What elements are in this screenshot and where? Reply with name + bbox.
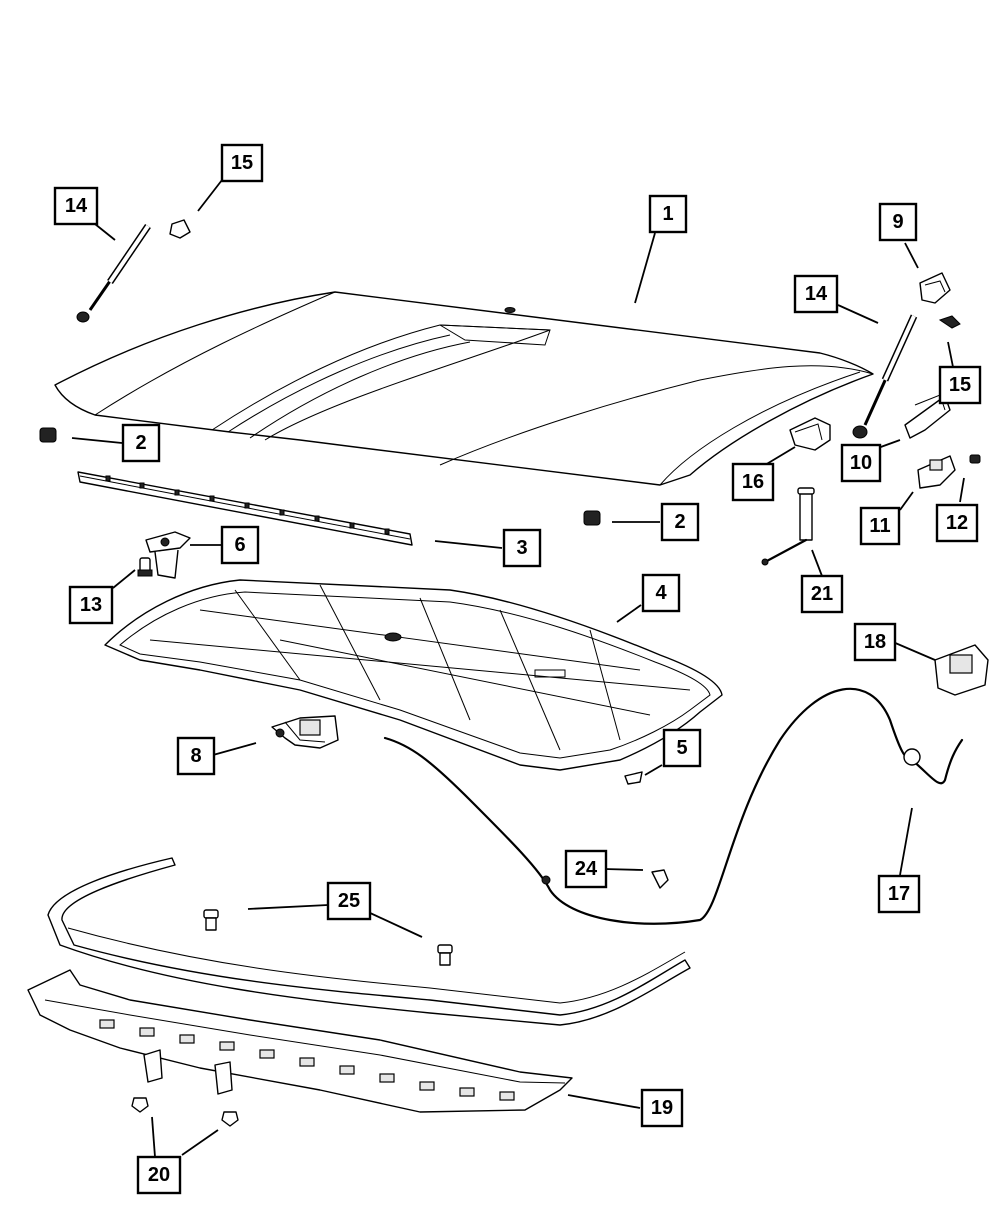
cowl-panel	[27, 969, 573, 1113]
callout-6-label: 6	[234, 534, 245, 556]
callout-14-left: 14	[53, 186, 99, 226]
cable-clip	[651, 869, 669, 889]
push-pin-left	[203, 909, 219, 931]
catch-bolt	[137, 557, 153, 577]
callout-18: 18	[853, 622, 897, 662]
cowl-seal	[47, 857, 691, 1026]
callout-15-right: 15	[938, 365, 982, 405]
push-pin-right	[437, 944, 453, 966]
callout-24: 24	[564, 849, 608, 889]
callout-13-label: 13	[80, 594, 102, 616]
hood-inner-insulator	[104, 579, 723, 771]
callout-16-label: 16	[742, 471, 764, 493]
callout-11: 11	[859, 506, 901, 546]
callout-15-left: 15	[220, 143, 264, 183]
callout-19: 19	[640, 1088, 684, 1128]
callout-4-label: 4	[655, 582, 667, 604]
insulator-clip	[624, 771, 643, 785]
hood-seal-strip	[77, 471, 413, 546]
callout-24-label: 24	[575, 858, 598, 880]
callout-13: 13	[68, 585, 114, 625]
callout-1-label: 1	[662, 203, 673, 225]
hinge-bracket	[917, 455, 956, 489]
callout-5-label: 5	[676, 737, 687, 759]
callout-17-label: 17	[888, 883, 910, 905]
hood-latch	[271, 715, 339, 749]
hood-panel	[54, 291, 874, 486]
callout-25-label: 25	[338, 890, 360, 912]
callout-20: 20	[136, 1155, 182, 1195]
callout-2-left: 2	[121, 423, 161, 463]
callout-15-left-label: 15	[231, 152, 253, 174]
secondary-catch	[145, 531, 191, 579]
callout-18-label: 18	[864, 631, 886, 653]
hood-bumper-right	[583, 510, 601, 526]
callout-4: 4	[641, 573, 681, 613]
hood-release-cable	[383, 687, 964, 925]
callout-3-label: 3	[516, 537, 527, 559]
callout-14-right-label: 14	[805, 283, 828, 305]
callout-2-right-label: 2	[674, 511, 685, 533]
callout-20-label: 20	[148, 1164, 170, 1186]
callout-21: 21	[800, 574, 844, 614]
hood-release-lever	[934, 644, 989, 696]
callout-14-right: 14	[793, 274, 839, 314]
callout-14-left-label: 14	[65, 195, 88, 217]
callout-16: 16	[731, 462, 775, 502]
hinge-bolt	[969, 454, 981, 464]
hood-striker-bracket	[919, 272, 951, 304]
callout-25: 25	[326, 881, 372, 921]
callout-8: 8	[176, 736, 216, 776]
callout-19-label: 19	[651, 1097, 673, 1119]
callout-17: 17	[877, 874, 921, 914]
callout-2-right: 2	[660, 502, 700, 542]
hood-prop-rod	[761, 487, 815, 566]
callout-6: 6	[220, 525, 260, 565]
callout-11-label: 11	[869, 515, 890, 537]
callout-10: 10	[840, 443, 882, 483]
callout-12-label: 12	[946, 512, 968, 534]
ball-stud-nut-left	[169, 219, 191, 239]
callout-12: 12	[935, 503, 979, 543]
callout-15-right-label: 15	[949, 374, 971, 396]
ball-stud-nut-right	[938, 315, 961, 329]
callout-21-label: 21	[811, 583, 833, 605]
cowl-push-pin-left	[131, 1097, 149, 1113]
callout-9: 9	[878, 202, 918, 242]
callout-1: 1	[648, 194, 688, 234]
cowl-push-pin-right	[221, 1111, 239, 1127]
callout-5: 5	[662, 728, 702, 768]
callout-10-label: 10	[850, 452, 872, 474]
callout-3: 3	[502, 528, 542, 568]
callout-9-label: 9	[892, 211, 903, 233]
lift-support-right	[852, 314, 918, 439]
hood-release-handle	[789, 417, 831, 451]
callout-2-left-label: 2	[135, 432, 146, 454]
hood-bumper-left	[39, 427, 57, 443]
callout-8-label: 8	[190, 745, 201, 767]
lift-support-left	[76, 224, 151, 323]
